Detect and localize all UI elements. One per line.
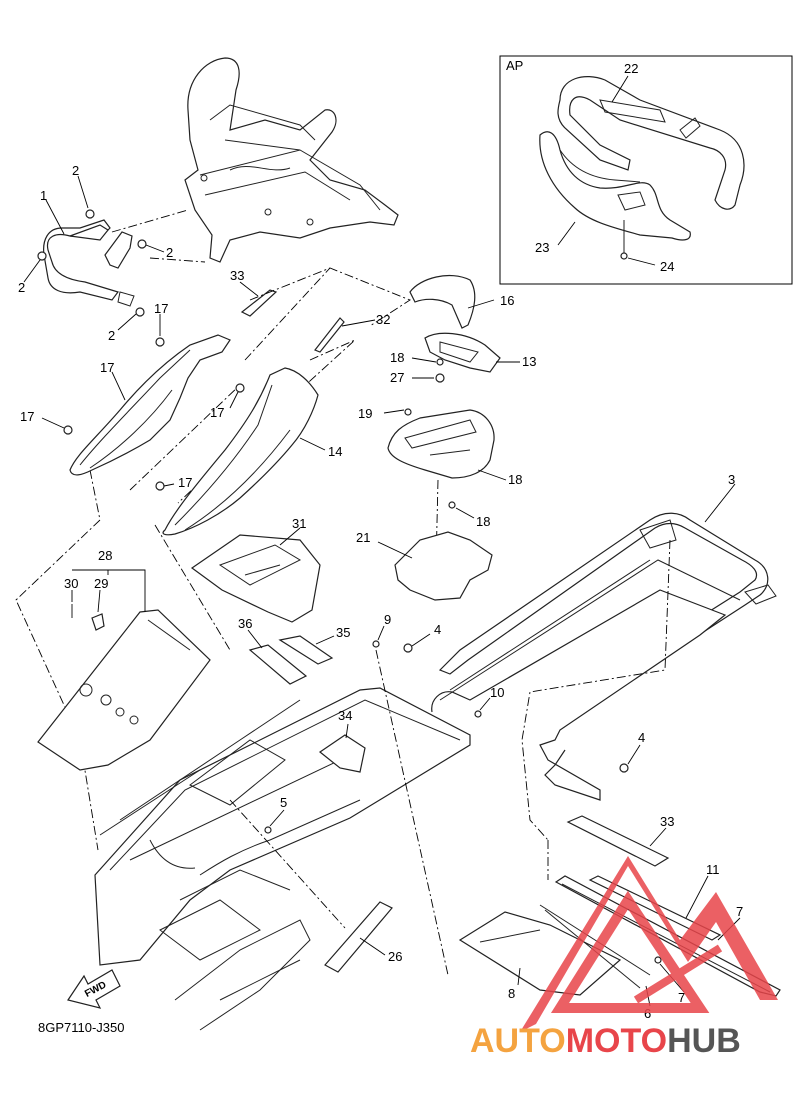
callout-24: 28 [98, 548, 112, 563]
callout-9: 9 [384, 612, 391, 627]
part-33-strip [566, 815, 670, 867]
part-36-block [248, 644, 308, 685]
callout-23: 27 [390, 370, 404, 385]
watermark-moto: MOTO [566, 1022, 667, 1060]
part-31-rear-cover [539, 131, 691, 241]
part-5-clip [264, 826, 272, 834]
callout-22: 26 [388, 949, 402, 964]
part-21-pad [394, 531, 493, 601]
callout-34: 34 [338, 708, 352, 723]
callout-5: 5 [280, 795, 287, 810]
part-32-bolt [620, 220, 628, 260]
callout-29: 33 [230, 268, 244, 283]
inset-box [499, 55, 793, 285]
part-30-grab-bar [557, 76, 745, 210]
callout-2b: 2 [18, 280, 25, 295]
part-34-bracket [318, 734, 366, 773]
callout-2d: 2 [108, 328, 115, 343]
callout-33: 33 [660, 814, 674, 829]
callout-2a: 2 [72, 163, 79, 178]
callout-11: 7 [736, 904, 743, 919]
part-19-tail-cover [387, 409, 495, 479]
callout-6: 6 [644, 1006, 651, 1021]
part-29-decal [240, 289, 278, 317]
callout-17b: 17 [20, 409, 34, 424]
part-25-26-fasteners [71, 604, 105, 631]
drawing-code: 8GP7110-J350 [38, 1020, 125, 1035]
part-9-clip [372, 640, 380, 648]
callout-4b: 4 [638, 730, 645, 745]
callout-16: 16 [500, 293, 514, 308]
callout-1: 1 [40, 188, 47, 203]
callout-14: 14 [328, 444, 342, 459]
callout-3: 3 [728, 472, 735, 487]
callout-12: 11 [706, 862, 720, 877]
callout-2c: 2 [166, 245, 173, 260]
part-28-decal [314, 317, 345, 353]
part-16-cap [409, 274, 476, 329]
callout-8: 8 [508, 986, 515, 1001]
callout-21: 21 [356, 530, 370, 545]
part-18-nut-b [448, 501, 456, 509]
callout-30: 22 [624, 61, 638, 76]
callout-13: 13 [522, 354, 536, 369]
part-24-plate [37, 609, 211, 771]
part-1-grab-handle [43, 219, 135, 307]
callout-15: 17 [100, 360, 114, 375]
part-27-box [190, 534, 321, 623]
callout-17c: 17 [210, 405, 224, 420]
callout-36: 36 [238, 616, 252, 631]
watermark-hub: HUB [667, 1022, 741, 1060]
part-3-rear-rail [431, 512, 777, 801]
callout-18a: 18 [390, 350, 404, 365]
callout-26: 30 [64, 576, 78, 591]
callout-31: 23 [535, 240, 549, 255]
callout-28: 32 [376, 312, 390, 327]
callout-20: 19 [358, 406, 372, 421]
upper-frame [184, 57, 399, 263]
part-18-nut-a [436, 358, 444, 366]
callout-19: 18 [508, 472, 522, 487]
part-13-bracket [424, 332, 501, 373]
callout-4a: 4 [434, 622, 441, 637]
part-4-bolt-b [619, 763, 629, 773]
part-20-clip [404, 408, 412, 416]
part-15-side-panel [69, 334, 231, 476]
callout-18b: 18 [476, 514, 490, 529]
part-4-bolt-a [403, 643, 413, 653]
watermark-logo [520, 856, 778, 1032]
part-10-clip [474, 710, 482, 718]
callout-27: 31 [292, 516, 306, 531]
bolts-2 [37, 209, 147, 317]
part-23-washer [435, 373, 445, 383]
callout-25: 29 [94, 576, 108, 591]
main-chassis [94, 687, 471, 1031]
callout-17d: 17 [178, 475, 192, 490]
part-14-side-panel [162, 367, 319, 536]
inset-label: AP [506, 58, 523, 73]
part-22-strip [324, 901, 393, 973]
watermark-text: AUTOMOTOHUB [470, 1022, 741, 1060]
callout-32: 24 [660, 259, 674, 274]
callout-35: 35 [336, 625, 350, 640]
watermark-auto: AUTO [470, 1022, 566, 1060]
part-35-block [278, 635, 334, 665]
part-11-slide-rail [554, 875, 781, 997]
callout-17a: 17 [154, 301, 168, 316]
callout-10: 10 [490, 685, 504, 700]
callout-7: 7 [678, 990, 685, 1005]
fwd-arrow-icon: FWD [67, 969, 121, 1009]
